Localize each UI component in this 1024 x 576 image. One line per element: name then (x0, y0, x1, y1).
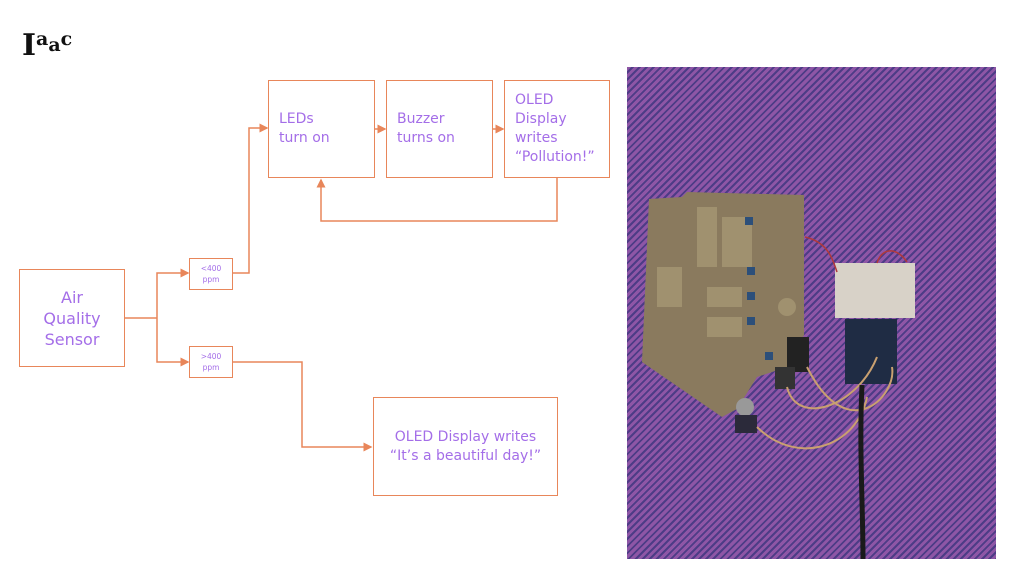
iaac-logo: Iaac (22, 28, 72, 63)
box-text: ppm (202, 363, 220, 372)
oled-module (787, 337, 809, 372)
connector-low-to-leds (233, 123, 269, 274)
box-text: OLED (515, 92, 554, 108)
gas-sensor (736, 398, 754, 416)
box-text: “It’s a beautiful day!” (389, 447, 542, 464)
oled-pollution-box: OLED Display writes “Pollution!” (504, 80, 610, 178)
leds-box: LEDs turn on (268, 80, 375, 178)
box-text: Sensor (44, 329, 100, 349)
oled-good-day-box: OLED Display writes “It’s a beautiful da… (373, 397, 558, 496)
usb-cable (858, 384, 866, 559)
flow-connectors (125, 123, 558, 452)
connector-loop-back (316, 177, 558, 222)
sensor-module (775, 367, 795, 389)
prototype-illustration (642, 192, 915, 559)
logo-letter: a (48, 34, 61, 56)
box-text: >400 (200, 352, 222, 361)
buzzer-box: Buzzer turns on (386, 80, 493, 178)
condition-low-box: <400 ppm (189, 258, 233, 290)
box-text: “Pollution!” (515, 149, 595, 165)
box-text: Quality (43, 308, 101, 328)
box-text: ppm (202, 275, 220, 284)
box-text: turns on (397, 130, 455, 146)
connector-to-low (156, 268, 190, 318)
box-text: OLED Display writes (394, 428, 537, 445)
box-text: <400 (200, 264, 222, 273)
microcontroller (845, 319, 897, 384)
logo-letter: I (22, 28, 37, 63)
breadboard (835, 263, 915, 318)
prototype-photo (627, 67, 996, 559)
logo-letter: c (60, 28, 73, 50)
air-quality-sensor-box: Air Quality Sensor (19, 269, 125, 367)
box-text: writes (515, 130, 558, 146)
connector-to-high (156, 318, 190, 367)
box-text: Display (515, 111, 567, 127)
box-text: LEDs (279, 111, 314, 127)
box-text: Buzzer (397, 111, 445, 127)
box-text: Air (61, 287, 83, 307)
connector-high-to-oled-good (233, 361, 373, 452)
condition-high-box: >400 ppm (189, 346, 233, 378)
box-text: turn on (279, 130, 330, 146)
logo-letter: a (36, 28, 49, 50)
